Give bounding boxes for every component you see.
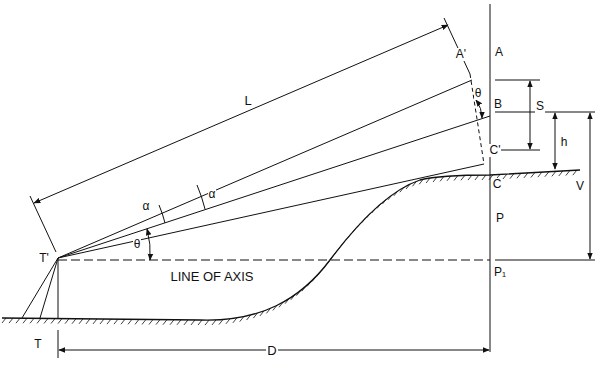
dimension-label: L bbox=[243, 94, 252, 107]
extension-line bbox=[495, 80, 540, 81]
tripod-leg bbox=[40, 258, 58, 318]
sight-line bbox=[58, 164, 484, 258]
dimension-label: V bbox=[575, 180, 585, 193]
dimension-line bbox=[530, 81, 531, 149]
tripod-leg bbox=[22, 258, 58, 318]
point-label: T' bbox=[38, 252, 50, 265]
ground-line bbox=[2, 170, 580, 320]
tripod-leg bbox=[58, 258, 59, 318]
extension-line bbox=[58, 330, 59, 358]
point-label: A bbox=[494, 46, 504, 59]
angle-label: θ bbox=[474, 87, 483, 100]
sight-line bbox=[58, 80, 472, 258]
dimension-line bbox=[34, 25, 448, 203]
point-label: B bbox=[493, 98, 503, 111]
axis-line bbox=[58, 260, 490, 261]
dimension-label: h bbox=[560, 136, 569, 149]
extension-line bbox=[444, 18, 470, 74]
angle-arc bbox=[147, 229, 150, 260]
extension-line bbox=[30, 196, 56, 252]
point-label: C bbox=[492, 178, 503, 191]
normal-line bbox=[470, 74, 484, 164]
dimension-label: S bbox=[535, 100, 545, 113]
angle-label: θ bbox=[133, 238, 142, 251]
angle-label: α bbox=[142, 200, 151, 213]
sight-line bbox=[58, 116, 490, 258]
dimension-line bbox=[590, 113, 591, 259]
angle-arc bbox=[476, 100, 482, 118]
angle-label: α bbox=[208, 188, 217, 201]
extension-line bbox=[495, 112, 595, 113]
extension-line bbox=[495, 260, 595, 261]
dimension-line bbox=[555, 113, 556, 169]
point-label: C' bbox=[489, 144, 502, 157]
extension-line bbox=[495, 150, 540, 151]
ground-hatching bbox=[2, 170, 577, 325]
point-label: P bbox=[495, 212, 505, 225]
point-label: A' bbox=[455, 48, 467, 61]
dimension-label: D bbox=[266, 344, 277, 357]
point-label: T bbox=[33, 338, 42, 351]
angle-arc bbox=[197, 185, 205, 209]
axis-label: LINE OF AXIS bbox=[169, 270, 254, 283]
angle-arc bbox=[159, 205, 165, 223]
point-label: P₁ bbox=[493, 266, 507, 279]
